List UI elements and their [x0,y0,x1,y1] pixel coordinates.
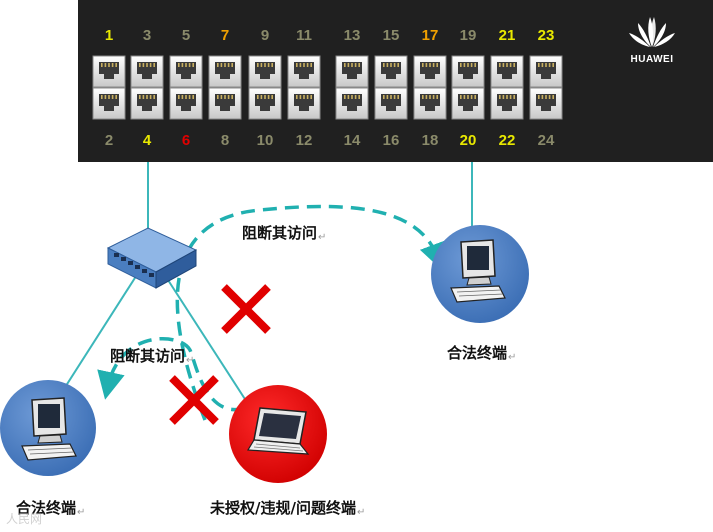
switch-ports [92,55,563,120]
port-jack [490,55,524,88]
port-jack [413,55,447,88]
port-number: 9 [261,27,269,44]
port-jack [130,55,164,88]
port-number: 19 [460,27,477,44]
unauthorized-terminal [229,385,327,483]
port-number: 10 [257,132,274,149]
port-jack [130,87,164,120]
port-number: 8 [221,132,229,149]
port-jack [169,87,203,120]
brand-name: HUAWEI [630,54,674,65]
port-number: 4 [143,132,152,149]
huawei-logo-icon: HUAWEI [620,14,684,65]
red-cross-icon [221,284,271,334]
cable-hub-to-legal-left [61,269,141,393]
laptop-icon [246,407,310,455]
port-jack [287,55,321,88]
port-jack [529,87,563,120]
port-number: 23 [538,27,555,44]
port-number: 13 [344,27,361,44]
port-number: 6 [182,132,190,149]
port-jack [529,55,563,88]
legal-terminal-left [0,380,96,476]
watermark: 人民网 [6,512,43,526]
cable-hub-to-unauthorized [167,279,253,411]
port-jack [413,87,447,120]
huawei-petals [629,17,675,47]
port-number: 18 [422,132,439,149]
legal-terminal-right [431,225,529,323]
port-number: 16 [383,132,400,149]
port-number: 17 [422,27,439,44]
port-jack [92,55,126,88]
port-number: 12 [296,132,313,149]
blocked-path-top [175,204,447,421]
label-block-access-top: 阻断其访问↵ [242,224,327,243]
label-unauthorized-terminal: 未授权/违规/问题终端↵ [210,499,366,518]
port-number: 20 [460,132,477,149]
port-number: 11 [296,27,312,44]
port-jack [490,87,524,120]
desktop-computer-icon [21,397,77,461]
label-block-access-left: 阻断其访问↵ [110,347,195,366]
port-number: 2 [105,132,113,149]
desktop-computer-icon [450,239,506,303]
port-number: 21 [499,27,516,44]
port-jack [335,87,369,120]
label-legal-terminal-left: 合法终端↵ [16,499,86,518]
port-number: 24 [538,132,555,149]
network-hub-icon [106,227,198,289]
label-legal-terminal-right: 合法终端↵ [447,344,517,363]
port-jack [208,55,242,88]
blocked-path-left [97,337,246,412]
port-jack [374,87,408,120]
port-jack [374,55,408,88]
red-cross-icon [169,375,219,425]
port-number: 14 [344,132,361,149]
port-number: 7 [221,27,229,44]
port-number: 22 [499,132,516,149]
port-number: 3 [143,27,151,44]
port-number: 15 [383,27,400,44]
port-jack [335,55,369,88]
port-jack [248,87,282,120]
port-number: 5 [182,27,190,44]
port-jack [451,87,485,120]
port-jack [287,87,321,120]
port-jack [208,87,242,120]
port-number: 1 [105,27,113,44]
port-jack [248,55,282,88]
port-jack [169,55,203,88]
port-jack [92,87,126,120]
port-jack [451,55,485,88]
